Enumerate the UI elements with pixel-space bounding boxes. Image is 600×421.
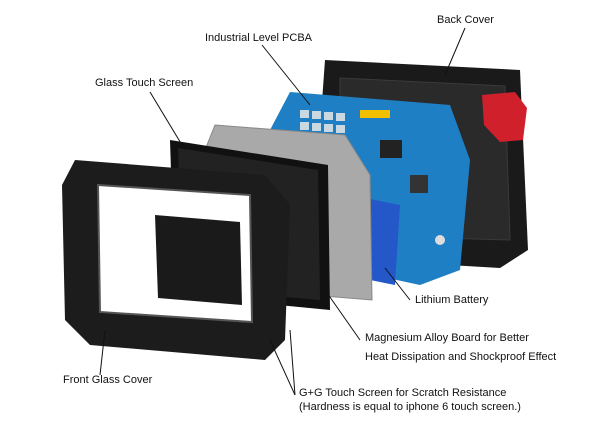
label-gg-line1: G+G Touch Screen for Scratch Resistance: [299, 387, 507, 399]
label-magnesium-line1: Magnesium Alloy Board for Better: [365, 332, 529, 344]
front-glass-cover: [62, 160, 290, 360]
leader-lines: [99, 27, 466, 396]
red-corner-bumper: [482, 92, 527, 142]
label-magnesium-line2: Heat Dissipation and Shockproof Effect: [365, 351, 557, 363]
label-front-glass-cover: Front Glass Cover: [63, 374, 153, 386]
label-pcba: Industrial Level PCBA: [205, 32, 312, 44]
label-lithium-battery: Lithium Battery: [415, 294, 489, 306]
label-gg-line2: (Hardness is equal to iphone 6 touch scr…: [299, 401, 521, 413]
label-back-cover: Back Cover: [437, 14, 494, 26]
label-glass-touch-screen: Glass Touch Screen: [95, 77, 194, 89]
